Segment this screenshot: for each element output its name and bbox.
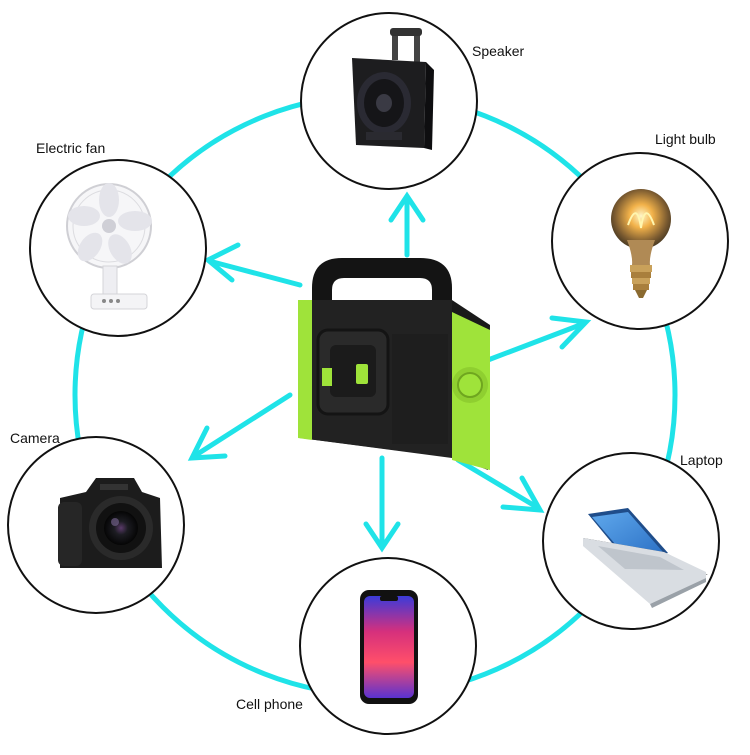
arrow-to-laptop — [455, 457, 545, 513]
laptop-icon — [583, 508, 708, 608]
power-station-icon — [298, 258, 490, 470]
arrows — [187, 191, 592, 553]
laptop-label: Laptop — [680, 452, 723, 468]
electric-fan-icon — [66, 183, 152, 310]
speaker-label: Speaker — [472, 43, 525, 59]
camera-icon — [58, 478, 162, 568]
light-bulb-label: Light bulb — [655, 131, 716, 147]
arrow-to-electric-fan — [203, 242, 303, 288]
arrow-to-light-bulb — [485, 315, 592, 363]
arrow-to-camera — [187, 392, 293, 461]
camera-label: Camera — [10, 430, 60, 446]
cell-phone-label: Cell phone — [236, 696, 303, 712]
cell-phone-icon — [360, 590, 418, 704]
speaker-icon — [352, 28, 434, 150]
arrow-to-cell-phone — [363, 455, 401, 553]
arrow-to-speaker — [388, 191, 426, 258]
electric-fan-label: Electric fan — [36, 140, 106, 156]
light-bulb-icon — [611, 189, 671, 298]
